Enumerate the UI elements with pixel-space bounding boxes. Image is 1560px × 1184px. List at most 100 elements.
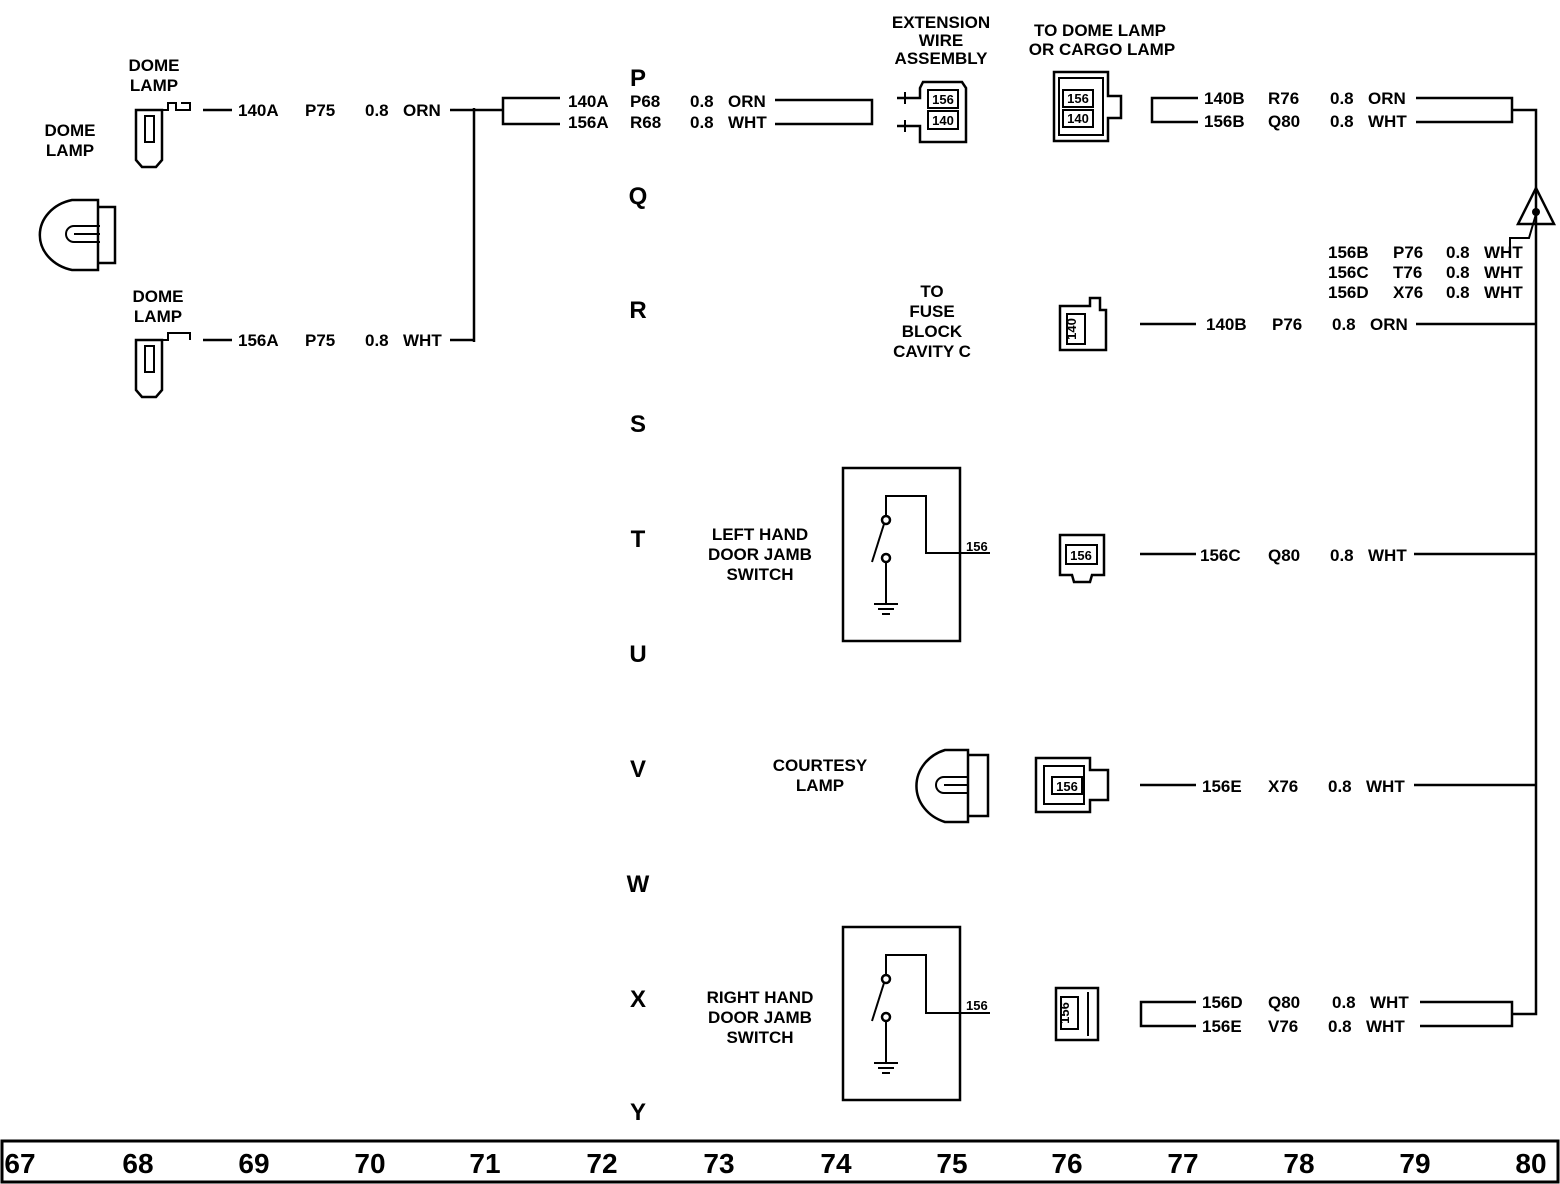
wire-text: 156 (1067, 91, 1089, 106)
grid-67: 67 (4, 1148, 35, 1179)
dome-lamp-main-socket (98, 205, 117, 265)
wire-text: 156E (1202, 1017, 1242, 1036)
row-label-w: W (627, 871, 650, 898)
wire-text: 0.8 (1446, 263, 1470, 282)
extension-label-1: EXTENSION (892, 13, 990, 32)
wire-text: 140 (1067, 111, 1089, 126)
row-label-q: Q (629, 183, 648, 210)
wire-140a-p68: 140A P68 0.8 ORN (568, 92, 766, 111)
wire-text: 156A (568, 113, 609, 132)
wire-text: P76 (1393, 243, 1423, 262)
right-bus (1512, 108, 1538, 1016)
grid-72: 72 (586, 1148, 617, 1179)
courtesy-lamp: COURTESY LAMP (773, 748, 990, 824)
wire-text: WHT (1368, 112, 1407, 131)
courtesy-connector-body (1034, 756, 1110, 814)
splice-indicator (1509, 185, 1557, 250)
wire-text: WHT (1366, 1017, 1405, 1036)
wire-text: WHT (1484, 283, 1523, 302)
fuse-pin (1066, 313, 1086, 345)
wire-text: 156 (932, 92, 954, 107)
wire-text: P68 (630, 92, 660, 111)
wire-text: 0.8 (1328, 1017, 1352, 1036)
dome-lamp-lower-label-1: DOME (133, 287, 184, 306)
wire-text: WHT (1484, 243, 1523, 262)
row-label-r: R (629, 297, 646, 324)
dome-cargo-inner (1058, 77, 1104, 136)
wire-text: 140B (1206, 315, 1247, 334)
dome-lamp-upper-filament (144, 115, 155, 143)
splice-triangle (1515, 185, 1557, 226)
right-connector-body (1054, 986, 1100, 1042)
splice-bracket-bottom-right (1420, 1000, 1514, 1028)
right-connector-pin (1060, 996, 1079, 1030)
dome-cargo-pin-top (1062, 89, 1094, 108)
dome-cargo-connector-body (1052, 70, 1123, 143)
wire-140a-p75: 140A P75 0.8 ORN (203, 101, 474, 120)
dome-lamp-lower-body (134, 338, 164, 399)
wire-text: WHT (1370, 993, 1409, 1012)
wire-text: ORN (1368, 89, 1406, 108)
dome-cargo-label-2: OR CARGO LAMP (1029, 40, 1175, 59)
right-switch-blade (871, 982, 885, 1022)
wire-text: WHT (1484, 263, 1523, 282)
wire-text: ORN (728, 92, 766, 111)
right-switch-label-2: DOOR JAMB (708, 1008, 812, 1027)
splice-bracket-top-right (1416, 96, 1514, 124)
row-label-v: V (630, 756, 646, 783)
right-switch-contact-bottom (880, 1011, 892, 1023)
left-switch-label-3: SWITCH (726, 565, 793, 584)
extension-pin-bottom (927, 110, 959, 130)
left-connector: 156 (1058, 533, 1106, 584)
right-switch-label-3: SWITCH (726, 1028, 793, 1047)
wire-156c-q80: 156C Q80 0.8 WHT (1140, 546, 1536, 565)
courtesy-connector-inner (1043, 765, 1085, 805)
left-switch-contact-top (880, 514, 892, 526)
extension-connector-body (897, 80, 968, 144)
grid-74: 74 (820, 1148, 852, 1179)
grid-73: 73 (703, 1148, 734, 1179)
left-switch-ground-icon (874, 562, 898, 615)
grid-70: 70 (354, 1148, 385, 1179)
dome-lamp-main-bulb (65, 225, 100, 243)
grid-68: 68 (122, 1148, 153, 1179)
grid-76: 76 (1051, 1148, 1082, 1179)
dome-lamp-lower: DOME LAMP (133, 287, 191, 399)
wire-text: R76 (1268, 89, 1299, 108)
wire-text: WHT (1366, 777, 1405, 796)
wire-text: 140 (1064, 318, 1079, 340)
wire-text: Q80 (1268, 993, 1300, 1012)
wire-text: 0.8 (690, 92, 714, 111)
dome-lamp-upper-label-2: LAMP (130, 76, 178, 95)
wire-156b-q80: 156B Q80 0.8 WHT (1204, 112, 1407, 131)
right-connector: 156 (1054, 986, 1100, 1042)
extension-label-3: ASSEMBLY (895, 49, 989, 68)
wire-text: 156 (1057, 1002, 1072, 1024)
courtesy-lamp-bulb (935, 776, 968, 794)
right-switch-contact-top (880, 973, 892, 985)
right-door-jamb-switch: RIGHT HAND DOOR JAMB SWITCH 156 (707, 925, 990, 1102)
extension-label-2: WIRE (919, 31, 963, 50)
wire-text: 0.8 (1446, 243, 1470, 262)
left-door-jamb-switch: LEFT HAND DOOR JAMB SWITCH 156 (708, 466, 990, 643)
splice-leader (1509, 213, 1537, 250)
wire-text: 0.8 (690, 113, 714, 132)
wire-text: 156D (1328, 283, 1369, 302)
fuse-connector-body (1058, 296, 1108, 352)
dome-lamp-upper-label-1: DOME (129, 56, 180, 75)
left-switch-wire (885, 495, 990, 554)
extension-wire-assembly: EXTENSION WIRE ASSEMBLY 156 140 (892, 13, 990, 144)
dome-lamp-upper-body (134, 108, 164, 169)
wire-text: T76 (1393, 263, 1422, 282)
wire-text: 156C (1328, 263, 1369, 282)
right-switch-label-1: RIGHT HAND (707, 988, 814, 1007)
grid-80: 80 (1515, 1148, 1546, 1179)
fuse-label-4: CAVITY C (893, 342, 971, 361)
wire-text: WHT (728, 113, 767, 132)
dome-lamp-upper-terminal (162, 102, 191, 111)
fuse-label-1: TO (920, 282, 943, 301)
wire-text: Q80 (1268, 546, 1300, 565)
right-switch-ground-icon (874, 1021, 898, 1074)
fuse-label-2: FUSE (909, 302, 954, 321)
left-connector-body (1058, 533, 1106, 584)
